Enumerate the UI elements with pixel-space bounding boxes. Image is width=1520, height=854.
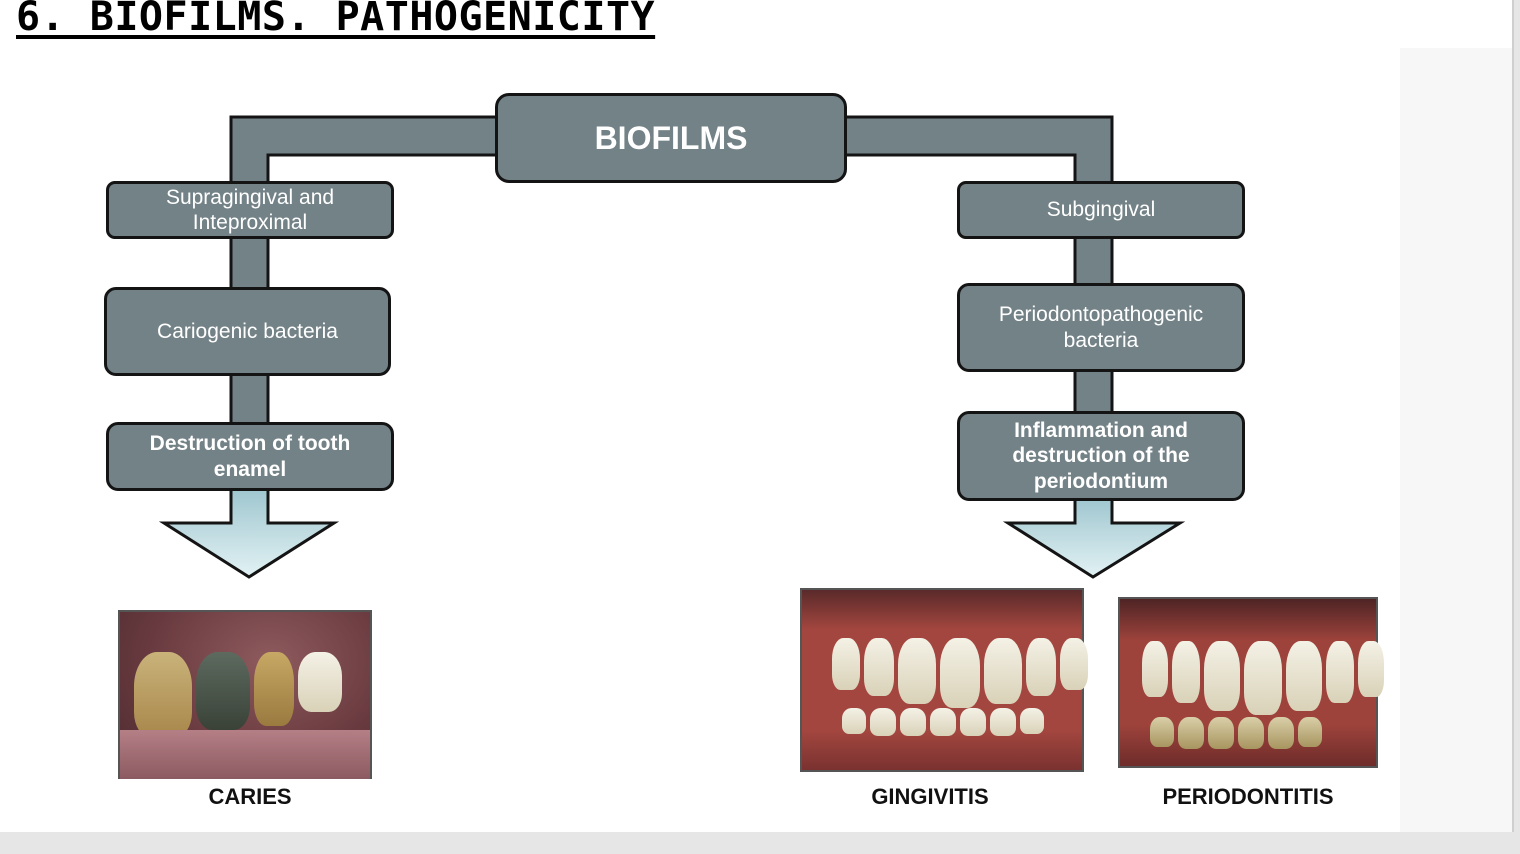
slide-margin (1400, 48, 1512, 832)
node-supragingival-label: Supragingival and Inteproximal (165, 185, 335, 234)
gingivitis-lower-teeth (842, 708, 1044, 736)
stem-right-2 (1073, 367, 1114, 416)
node-periodontopathogenic: Periodontopathogenic bacteria (957, 283, 1245, 372)
gingivitis-photo (800, 588, 1088, 772)
node-enamel-destruction-label: Destruction of tooth enamel (149, 432, 351, 481)
stem-right-1 (1073, 234, 1114, 288)
arrow-down-left (158, 489, 340, 579)
stem-left-2 (229, 371, 270, 427)
node-inflammation-label: Inflammation and destruction of the peri… (1012, 419, 1190, 493)
node-supragingival: Supragingival and Inteproximal (106, 181, 394, 239)
gingivitis-teeth (832, 638, 1088, 708)
node-cariogenic-label: Cariogenic bacteria (157, 319, 338, 343)
node-periodontopathogenic-label: Periodontopathogenic bacteria (998, 303, 1204, 352)
node-enamel-destruction: Destruction of tooth enamel (106, 422, 394, 491)
node-cariogenic: Cariogenic bacteria (104, 287, 391, 376)
node-inflammation: Inflammation and destruction of the peri… (957, 411, 1245, 501)
slide-title: 6. BIOFILMS. PATHOGENICITY (16, 0, 656, 40)
node-subgingival-label: Subgingival (1046, 198, 1156, 222)
periodontitis-teeth (1142, 641, 1384, 715)
root-label: BIOFILMS (594, 119, 748, 156)
connector-left (229, 115, 502, 187)
caption-periodontitis: PERIODONTITIS (1162, 784, 1334, 809)
stem-left-1 (229, 234, 270, 292)
periodontitis-lower-teeth (1150, 717, 1322, 749)
node-subgingival: Subgingival (957, 181, 1245, 239)
connector-right (843, 115, 1114, 187)
root-node: BIOFILMS (495, 93, 847, 183)
caption-gingivitis: GINGIVITIS (871, 784, 989, 809)
caries-teeth (134, 652, 342, 738)
periodontitis-photo (1118, 597, 1384, 768)
slide-edge (1512, 0, 1514, 832)
arrow-down-right (1002, 498, 1186, 579)
caries-photo (118, 610, 372, 779)
caption-caries: CARIES (208, 784, 292, 809)
